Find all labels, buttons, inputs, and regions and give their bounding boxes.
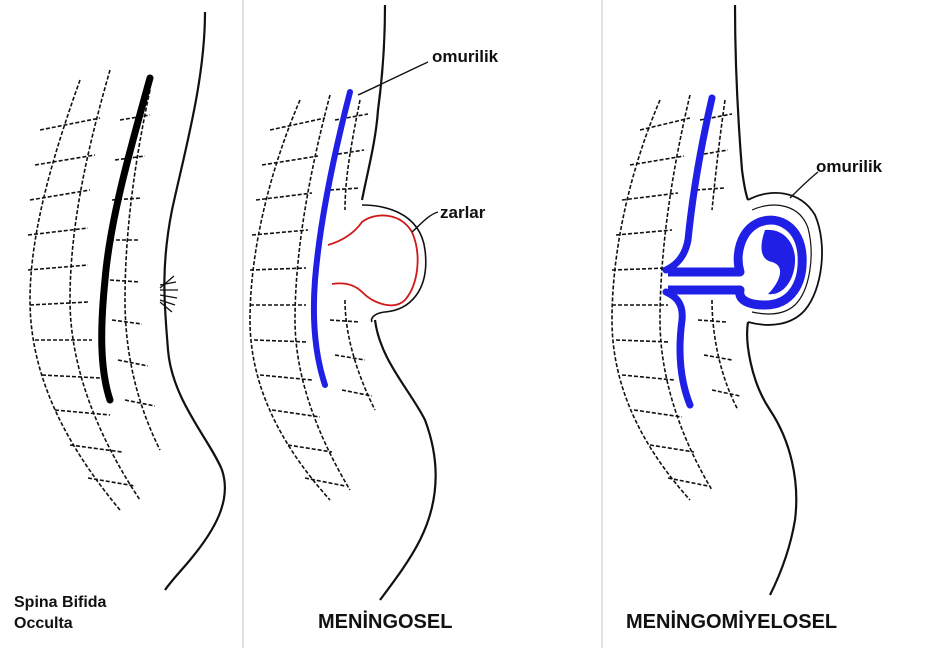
caption-spina-bifida-line1: Spina Bifida xyxy=(14,594,107,611)
leader-line-zarlar xyxy=(412,212,438,232)
panel-meningomiyelosel: omurilik MENİNGOMİYELOSEL xyxy=(612,5,883,633)
caption-meningomiyelosel: MENİNGOMİYELOSEL xyxy=(626,610,837,633)
back-outline xyxy=(362,5,436,600)
leader-line-omurilik xyxy=(790,172,818,198)
hair-tuft xyxy=(160,276,178,312)
label-zarlar: zarlar xyxy=(440,203,486,222)
neural-tissue-mass xyxy=(761,230,795,294)
label-omurilik: omurilik xyxy=(432,47,499,66)
panel-spina-bifida-occulta: Spina Bifida Occulta xyxy=(14,12,225,632)
caption-meningosel: MENİNGOSEL xyxy=(318,610,452,633)
caption-spina-bifida-line2: Occulta xyxy=(14,615,73,632)
back-outline xyxy=(164,12,225,590)
leader-line-omurilik xyxy=(358,62,428,95)
spinal-cord xyxy=(666,98,712,405)
vertebral-column xyxy=(28,70,160,510)
panel-meningosel: omurilik zarlar MENİNGOSEL xyxy=(250,5,499,633)
label-omurilik: omurilik xyxy=(816,157,883,176)
meninges-sac xyxy=(328,215,418,305)
